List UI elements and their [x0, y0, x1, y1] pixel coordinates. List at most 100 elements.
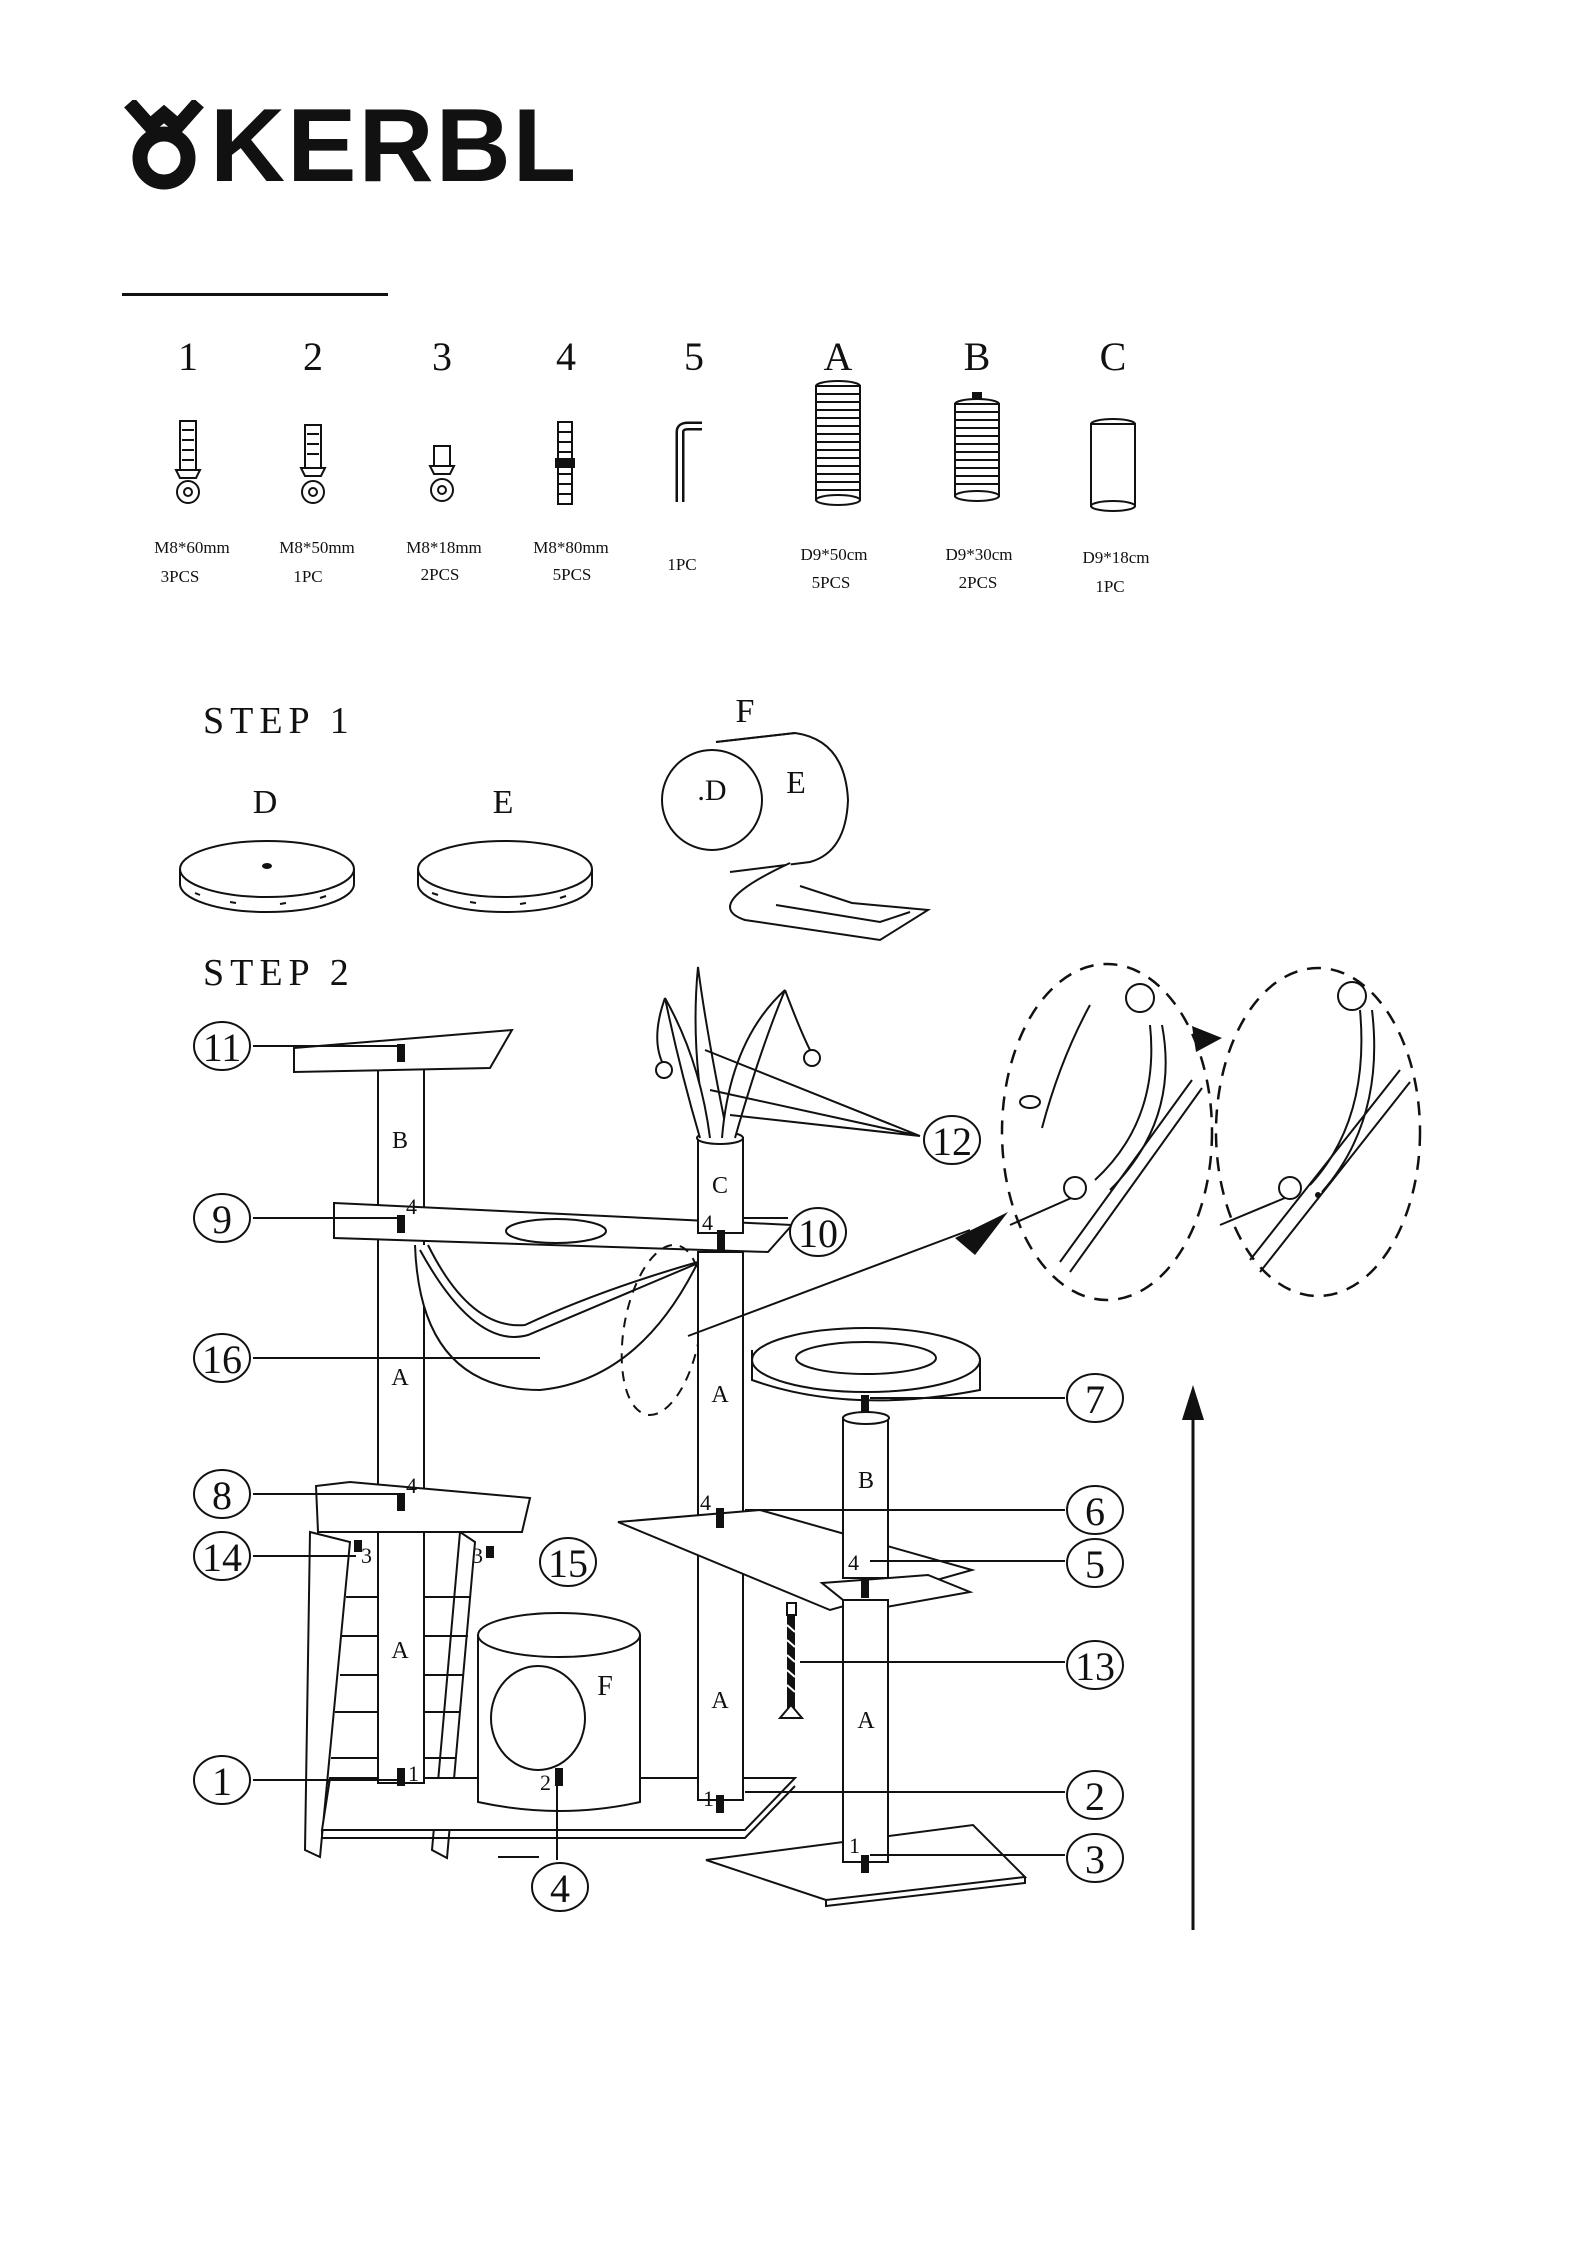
callout-15-number: 15: [548, 1541, 588, 1586]
part-label-c: C: [1100, 334, 1127, 379]
part-spec-c: D9*18cm: [1082, 548, 1149, 567]
joint-1-mid: 1: [703, 1786, 714, 1811]
part-label-4: 4: [556, 334, 576, 379]
double-screw-m8x80-icon: [555, 422, 575, 504]
callout-2-number: 2: [1085, 1774, 1105, 1819]
part-label-5: 5: [684, 334, 704, 379]
round-board-e-icon: [418, 841, 592, 912]
screw-m8x18-icon: [430, 446, 454, 501]
joint-3-left: 3: [361, 1543, 372, 1568]
post-label-a-left-low: A: [391, 1638, 409, 1664]
part-spec-a: D9*50cm: [800, 545, 867, 564]
part-label-1: 1: [178, 334, 198, 379]
hammock-clip-detail-attached: [1216, 968, 1420, 1296]
post-b-icon: [955, 392, 999, 501]
callout-11: 11: [194, 1022, 250, 1070]
board-d-label: D: [253, 784, 278, 821]
callout-1-number: 1: [212, 1759, 232, 1804]
post-label-b-left: B: [392, 1128, 408, 1154]
callout-5-number: 5: [1085, 1542, 1105, 1587]
joint-4-mid-top: 4: [702, 1210, 713, 1235]
step-2: STEP 2: [194, 952, 1420, 1930]
part-spec-3: M8*18mm: [406, 538, 482, 557]
joint-4-mid-low: 4: [700, 1490, 711, 1515]
callout-4: 4: [532, 1863, 588, 1911]
callout-5: 5: [1067, 1539, 1123, 1587]
detail-direction-arrow: [1192, 1026, 1222, 1052]
joint-3-right: 3: [472, 1543, 483, 1568]
post-c-icon: [1091, 419, 1135, 511]
post-a-icon: [816, 381, 860, 505]
post-label-a-left-mid: A: [391, 1365, 409, 1391]
post-label-b-right: B: [858, 1468, 874, 1494]
callout-16-number: 16: [202, 1337, 242, 1382]
callout-9: 9: [194, 1194, 250, 1242]
post-label-a-right: A: [857, 1708, 875, 1734]
callout-15: 15: [540, 1538, 596, 1586]
callout-14-number: 14: [202, 1535, 242, 1580]
post-label-a-mid-up: A: [711, 1382, 729, 1408]
part-spec-2: M8*50mm: [279, 538, 355, 557]
callout-11-number: 11: [203, 1025, 242, 1070]
callout-9-number: 9: [212, 1197, 232, 1242]
joint-4-right: 4: [848, 1550, 859, 1575]
carpet-house-f-icon: F .D E: [662, 693, 928, 940]
callout-12: 12: [924, 1116, 980, 1164]
hammock-icon: [415, 1239, 714, 1422]
callout-4-number: 4: [550, 1866, 570, 1911]
screw-m8x50-icon: [301, 425, 325, 503]
carpet-d-label: .D: [697, 774, 726, 807]
sisal-rope-toy-icon: [780, 1603, 802, 1718]
callout-14: 14: [194, 1532, 250, 1580]
part-qty-3: 2PCS: [421, 565, 460, 584]
joint-1-left: 1: [408, 1761, 419, 1786]
house-f-label: F: [597, 1671, 613, 1702]
part-label-b: B: [964, 334, 991, 379]
post-label-a-mid-low: A: [711, 1688, 729, 1714]
part-spec-1: M8*60mm: [154, 538, 230, 557]
callout-leaders: [253, 1046, 1065, 1860]
callout-10: 10: [790, 1208, 846, 1256]
part-qty-a: 5PCS: [812, 573, 851, 592]
joint-4-left-low: 4: [406, 1473, 417, 1498]
round-board-d-icon: [180, 841, 354, 912]
post-label-c-mid: C: [712, 1173, 728, 1199]
joint-1-right: 1: [849, 1833, 860, 1858]
part-label-a: A: [824, 334, 853, 379]
callout-6-number: 6: [1085, 1489, 1105, 1534]
part-qty-1: 3PCS: [161, 567, 200, 586]
part-qty-c: 1PC: [1095, 577, 1124, 596]
step-1: STEP 1 D E F .D E: [180, 693, 928, 940]
callout-2: 2: [1067, 1771, 1123, 1819]
callout-7-number: 7: [1085, 1377, 1105, 1422]
carpet-f-label: F: [736, 693, 755, 730]
callout-13-number: 13: [1075, 1644, 1115, 1689]
board-e-label: E: [493, 784, 514, 821]
assembly-direction-arrow: [1182, 1385, 1204, 1930]
parts-list: 1 2 3 4 5 A B C: [154, 334, 1149, 596]
step-1-title: STEP 1: [203, 700, 355, 742]
callout-6: 6: [1067, 1486, 1123, 1534]
part-spec-4: M8*80mm: [533, 538, 609, 557]
step-2-title: STEP 2: [203, 952, 355, 994]
joint-4-left-top: 4: [406, 1194, 417, 1219]
part-qty-b: 2PCS: [959, 573, 998, 592]
part-spec-b: D9*30cm: [945, 545, 1012, 564]
hammock-clip-detail: [1002, 964, 1212, 1300]
callout-1: 1: [194, 1756, 250, 1804]
callout-3-number: 3: [1085, 1837, 1105, 1882]
callout-8-number: 8: [212, 1473, 232, 1518]
callout-7: 7: [1067, 1374, 1123, 1422]
callout-10-number: 10: [798, 1211, 838, 1256]
allen-key-icon: [680, 426, 702, 502]
part-qty-4: 5PCS: [553, 565, 592, 584]
part-label-3: 3: [432, 334, 452, 379]
carpet-e-label: E: [786, 764, 806, 800]
callout-13: 13: [1067, 1641, 1123, 1689]
part-qty-2: 1PC: [293, 567, 322, 586]
callout-8: 8: [194, 1470, 250, 1518]
feather-toys-icon: [656, 967, 820, 1138]
part-qty-5: 1PC: [667, 555, 696, 574]
callout-3: 3: [1067, 1834, 1123, 1882]
